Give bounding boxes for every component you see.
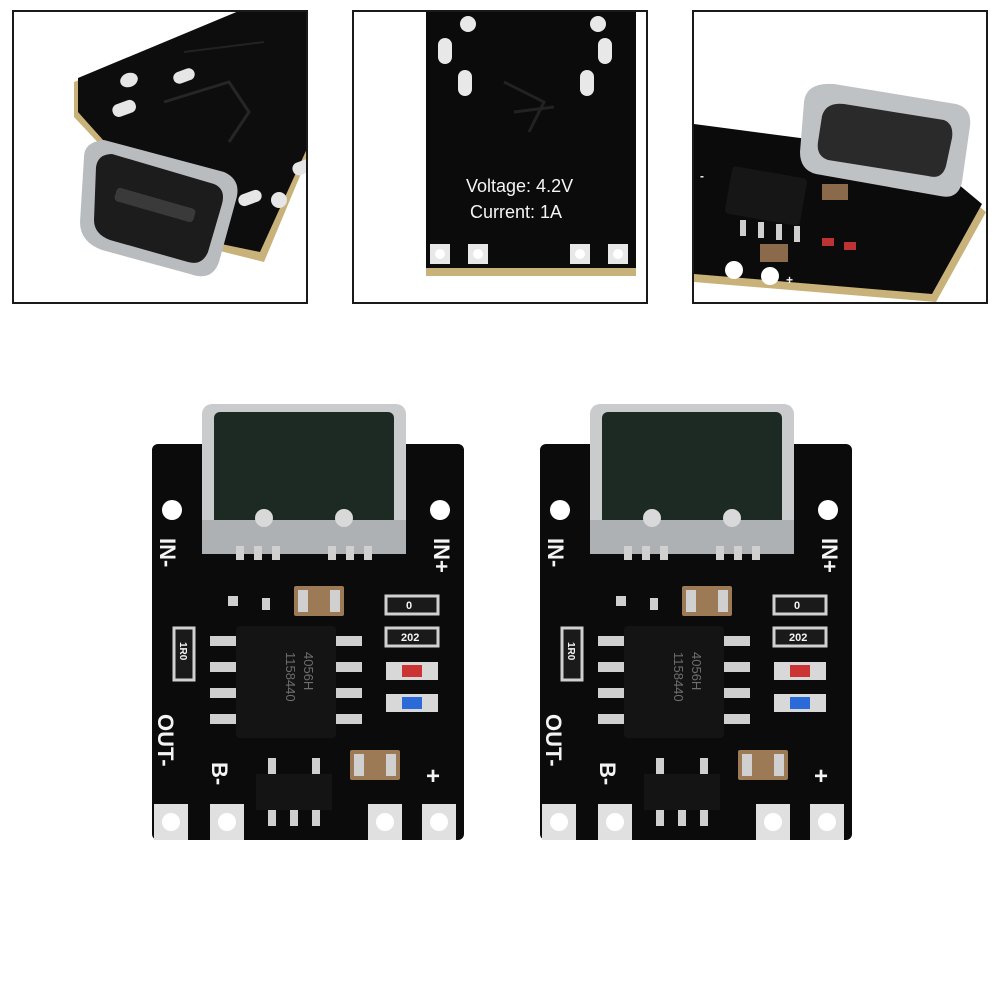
svg-text:+: + <box>786 273 793 287</box>
silk-in-plus: IN+ <box>817 538 842 573</box>
silk-b-minus: B- <box>595 762 620 785</box>
chip-label-line1: 4056H <box>301 652 316 690</box>
chip-label-line2: 1158440 <box>283 652 298 702</box>
resistor-0: 0 <box>406 600 412 612</box>
detail-panel-connector-closeup <box>12 10 308 304</box>
silk-b-minus: B- <box>207 762 232 785</box>
resistor-1r0: 1R0 <box>565 642 576 661</box>
silk-in-minus: IN- <box>155 538 180 567</box>
silk-out-minus: OUT- <box>153 714 178 767</box>
board-right-photo: IN- IN+ 0 202 1R0 4056H 1158440 <box>540 404 852 840</box>
resistor-0: 0 <box>794 600 800 612</box>
resistor-1r0: 1R0 <box>177 642 188 661</box>
detail-panel-angled-view: - + <box>692 10 988 304</box>
detail-panel-board-back: Voltage: 4.2V Current: 1A <box>352 10 648 304</box>
silk-out-minus: OUT- <box>541 714 566 767</box>
resistor-202: 202 <box>401 632 419 644</box>
silk-plus: + <box>426 763 440 790</box>
angled-board-photo: - + <box>694 12 986 302</box>
silk-in-plus: IN+ <box>429 538 454 573</box>
resistor-202: 202 <box>789 632 807 644</box>
current-spec-label: Current: 1A <box>470 202 562 222</box>
connector-closeup-photo <box>14 12 306 302</box>
mosfet <box>644 774 720 810</box>
silk-plus: + <box>814 763 828 790</box>
charger-board-left: IN- IN+ 0 202 1R0 4056H 1158440 <box>150 400 470 850</box>
silk-in-minus: IN- <box>543 538 568 567</box>
svg-text:-: - <box>700 169 704 183</box>
board-left-photo: IN- IN+ 0 202 1R0 4056H 1158440 <box>152 404 464 840</box>
voltage-spec-label: Voltage: 4.2V <box>466 176 573 196</box>
chip-label-line1: 4056H <box>689 652 704 690</box>
board-back-photo: Voltage: 4.2V Current: 1A <box>354 12 646 302</box>
charger-ic <box>624 626 724 738</box>
mosfet <box>256 774 332 810</box>
charger-ic <box>236 626 336 738</box>
chip-label-line2: 1158440 <box>671 652 686 702</box>
charger-board-right: IN- IN+ 0 202 1R0 4056H 1158440 <box>538 400 858 850</box>
